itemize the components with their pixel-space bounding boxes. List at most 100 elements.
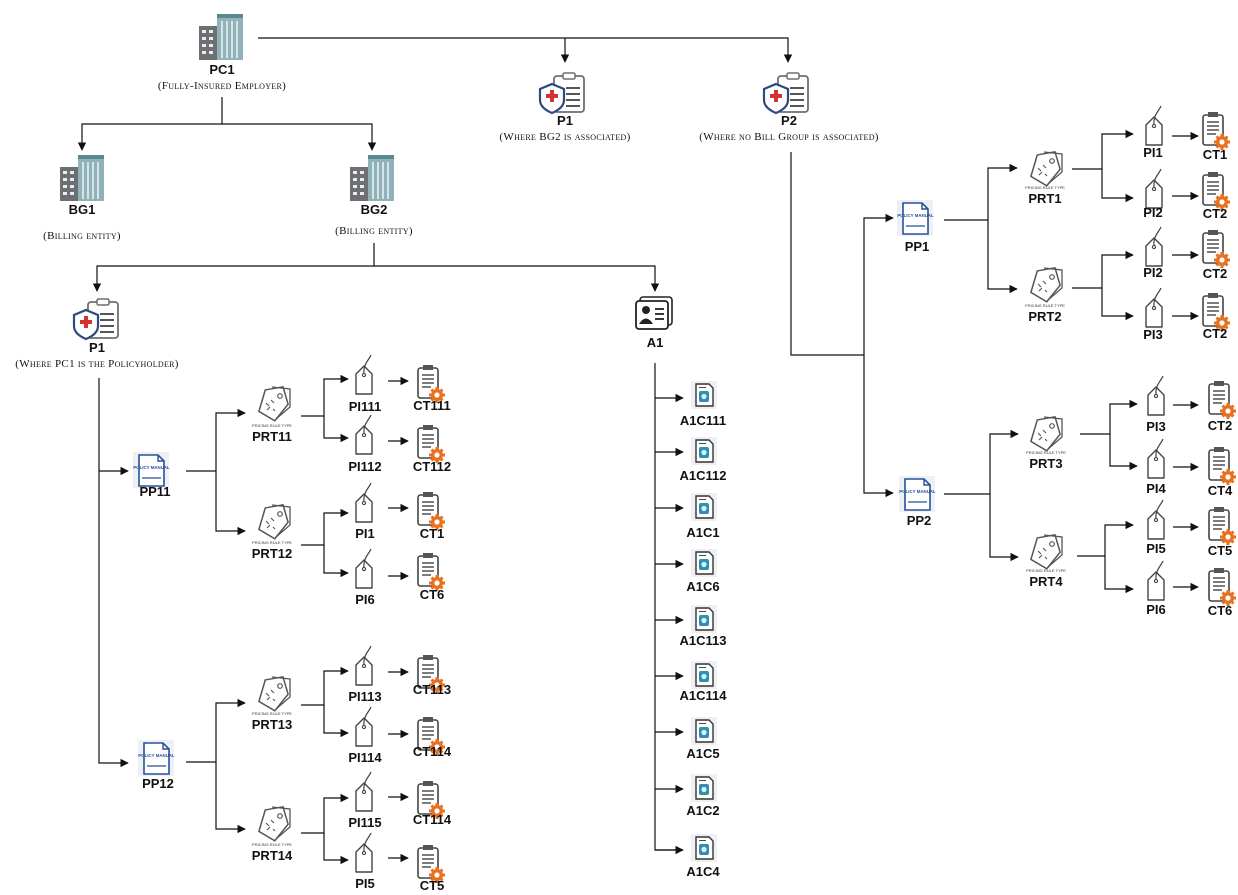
price-tag-icon xyxy=(355,706,373,747)
node-label: BG2 xyxy=(361,202,388,217)
pricing-rule-type-icon xyxy=(254,675,292,714)
policy-manual-icon xyxy=(137,739,175,777)
coverage-document-gear-icon xyxy=(1201,110,1232,152)
node-label: PI111 xyxy=(349,399,382,414)
node-description: (Fully-Insured Employer) xyxy=(158,80,286,92)
node-label: P1 xyxy=(557,113,573,128)
node-description: (Where no Bill Group is associated) xyxy=(699,131,879,143)
price-tag-icon xyxy=(1145,287,1163,328)
node-label: A1 xyxy=(647,335,664,350)
node-label: PC1 xyxy=(209,62,234,77)
node-label: PI4 xyxy=(1146,481,1166,496)
node-label: CT2 xyxy=(1203,326,1228,341)
node-label: PP2 xyxy=(907,513,932,528)
node-a1c113: A1C113 xyxy=(680,604,727,648)
pricing-rule-type-icon xyxy=(254,503,292,542)
node-ct5-l: CT5 xyxy=(416,843,447,893)
price-tag-icon xyxy=(1147,438,1165,479)
building-icon xyxy=(198,13,244,61)
node-label: PI5 xyxy=(1146,541,1166,556)
node-label: CT111 xyxy=(413,398,451,413)
node-pi1-r: PI1 xyxy=(1143,105,1163,160)
pricing-rule-type-text: PRICING RULE TYPE xyxy=(1025,185,1065,190)
node-ct2-r2: CT2 xyxy=(1201,228,1232,281)
node-bg2: BG2(Billing entity) xyxy=(335,154,413,237)
node-a1c2: A1C2 xyxy=(686,773,720,818)
node-ct5-r: CT5 xyxy=(1207,505,1238,558)
pricing-rule-type-icon xyxy=(1026,266,1064,305)
node-pc1: PC1 (Fully-Insured Employer) xyxy=(158,13,286,92)
node-label: PP11 xyxy=(139,484,170,499)
node-label: PP1 xyxy=(905,239,930,254)
node-a1c111: A1C111 xyxy=(680,380,726,428)
coverage-badge-icon xyxy=(690,436,718,466)
node-a1c114: A1C114 xyxy=(680,660,727,703)
node-p1-left: P1(Where PC1 is the Policyholder) xyxy=(15,297,178,370)
pricing-rule-type-icon xyxy=(254,805,292,844)
node-p1-top: P1 (Where BG2 is associated) xyxy=(499,71,630,143)
node-pi3-r: PI3 xyxy=(1143,287,1163,342)
node-label: A1C5 xyxy=(686,746,719,761)
policy-manual-icon xyxy=(898,475,936,513)
node-label: A1C113 xyxy=(680,633,727,648)
node-ct1-l: CT1 xyxy=(416,490,447,541)
node-a1c5: A1C5 xyxy=(686,716,720,761)
node-pi2-r2: PI2 xyxy=(1143,226,1163,280)
node-pi3-r2: PI3 xyxy=(1146,375,1166,434)
node-label: CT5 xyxy=(420,878,445,893)
node-label: CT1 xyxy=(420,526,445,541)
node-label: CT112 xyxy=(413,459,451,474)
node-pi114: PI114 xyxy=(348,706,382,765)
node-description: (Where BG2 is associated) xyxy=(499,131,630,143)
node-description: (Billing entity) xyxy=(43,230,121,242)
node-label: CT2 xyxy=(1208,418,1233,433)
node-label: PI5 xyxy=(355,876,375,891)
coverage-document-gear-icon xyxy=(1207,379,1238,421)
node-label: PRT14 xyxy=(252,848,293,863)
coverage-document-gear-icon xyxy=(1207,505,1238,547)
node-label: PRT12 xyxy=(252,546,292,561)
node-label: PI1 xyxy=(355,526,375,541)
pricing-rule-type-text: PRICING RULE TYPE xyxy=(1026,568,1066,573)
coverage-badge-icon xyxy=(690,773,718,803)
node-a1c112: A1C112 xyxy=(680,436,727,483)
price-tag-icon xyxy=(1145,105,1163,146)
price-tag-icon xyxy=(1147,499,1165,540)
pricing-rule-type-text: PRICING RULE TYPE xyxy=(252,711,292,716)
coverage-document-gear-icon xyxy=(1201,228,1232,270)
node-label: CT5 xyxy=(1208,543,1233,558)
node-label: CT114 xyxy=(413,812,452,827)
policy-shield-icon xyxy=(762,71,810,115)
coverage-badge-icon xyxy=(690,492,718,522)
policy-shield-icon xyxy=(72,297,120,341)
coverage-badge-icon xyxy=(690,833,718,863)
node-label: CT6 xyxy=(1208,603,1233,618)
node-label: BG1 xyxy=(69,202,96,217)
node-label: PI1 xyxy=(1143,145,1163,160)
node-pi112: PI112 xyxy=(348,414,382,474)
node-label: PI6 xyxy=(1146,602,1166,617)
node-ct2-r4: CT2 xyxy=(1207,379,1238,433)
node-pi6-l: PI6 xyxy=(355,548,375,607)
node-label: A1C2 xyxy=(686,803,719,818)
coverage-document-gear-icon xyxy=(1201,170,1232,212)
node-label: A1C112 xyxy=(680,468,727,483)
node-label: PP12 xyxy=(142,776,174,791)
building-icon xyxy=(59,154,105,202)
connector-lines xyxy=(77,37,1199,865)
node-label: PRT13 xyxy=(252,717,292,732)
node-ct114-a: CT114 xyxy=(413,715,452,759)
node-pi113: PI113 xyxy=(348,645,382,704)
node-p2-top: P2(Where no Bill Group is associated) xyxy=(699,71,879,143)
price-tag-icon xyxy=(355,548,373,589)
node-ct113: CT113 xyxy=(413,653,451,697)
node-a1: A1 xyxy=(635,296,673,350)
price-tag-icon xyxy=(355,832,373,873)
node-label: PI115 xyxy=(348,815,381,830)
node-label: CT6 xyxy=(420,587,445,602)
coverage-badge-icon xyxy=(690,548,718,578)
